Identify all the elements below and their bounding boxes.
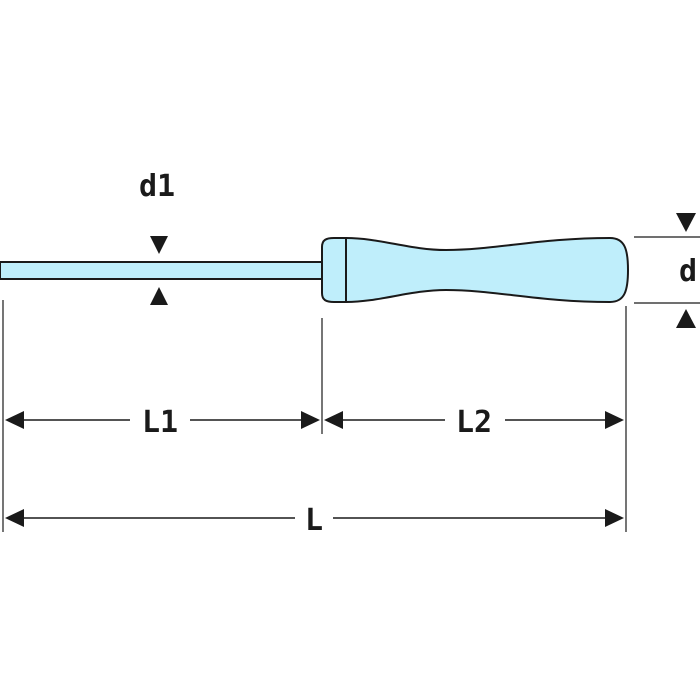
arrow-L-left bbox=[5, 509, 24, 527]
arrow-d1-bottom bbox=[150, 287, 168, 305]
arrow-L2-right bbox=[605, 411, 624, 429]
screwdriver-handle bbox=[321, 236, 630, 304]
label-d: d bbox=[679, 254, 697, 289]
arrow-d-bottom bbox=[676, 309, 696, 328]
label-d1: d1 bbox=[139, 169, 175, 204]
arrow-L2-left bbox=[324, 411, 343, 429]
label-L2: L2 bbox=[456, 405, 492, 440]
arrow-d1-top bbox=[150, 236, 168, 254]
label-L1: L1 bbox=[142, 405, 178, 440]
arrow-d-top bbox=[676, 213, 696, 232]
arrow-L1-right bbox=[301, 411, 320, 429]
label-L: L bbox=[305, 503, 323, 538]
screwdriver-shaft bbox=[0, 261, 323, 280]
arrow-L-right bbox=[605, 509, 624, 527]
arrow-L1-left bbox=[5, 411, 24, 429]
